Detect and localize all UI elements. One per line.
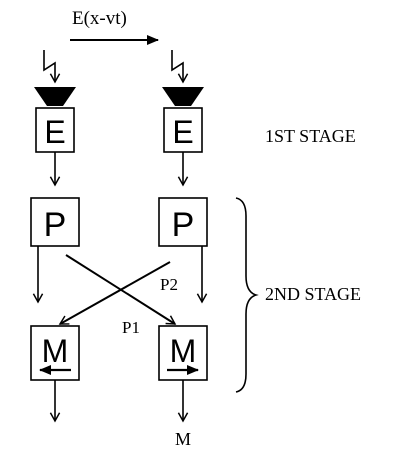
left-receptor-cap <box>34 87 76 106</box>
left-e-box: E <box>35 107 75 153</box>
left-p-box: P <box>30 197 80 247</box>
p1-label: P1 <box>122 318 140 337</box>
right-light-stimulus-icon <box>171 50 189 84</box>
output-m-label: M <box>175 429 191 449</box>
cross-right-to-left-arrow <box>58 261 171 325</box>
p2-label: P2 <box>160 275 178 294</box>
right-e-box: E <box>163 107 203 153</box>
left-p-label: P <box>44 206 67 244</box>
left-m-box: M <box>30 325 80 381</box>
first-stage-label: 1ST STAGE <box>265 126 356 146</box>
left-m-label: M <box>42 333 69 369</box>
left-e-label: E <box>44 114 65 150</box>
right-m-label: M <box>170 333 197 369</box>
second-stage-brace <box>235 197 259 393</box>
right-e-label: E <box>172 114 193 150</box>
left-light-stimulus-icon <box>43 50 61 84</box>
right-p-label: P <box>172 206 195 244</box>
right-m-box: M <box>158 325 208 381</box>
right-receptor-cap <box>162 87 204 106</box>
motion-label: E(x-vt) <box>72 8 127 29</box>
second-stage-label: 2ND STAGE <box>265 284 361 304</box>
right-p-box: P <box>158 197 208 247</box>
